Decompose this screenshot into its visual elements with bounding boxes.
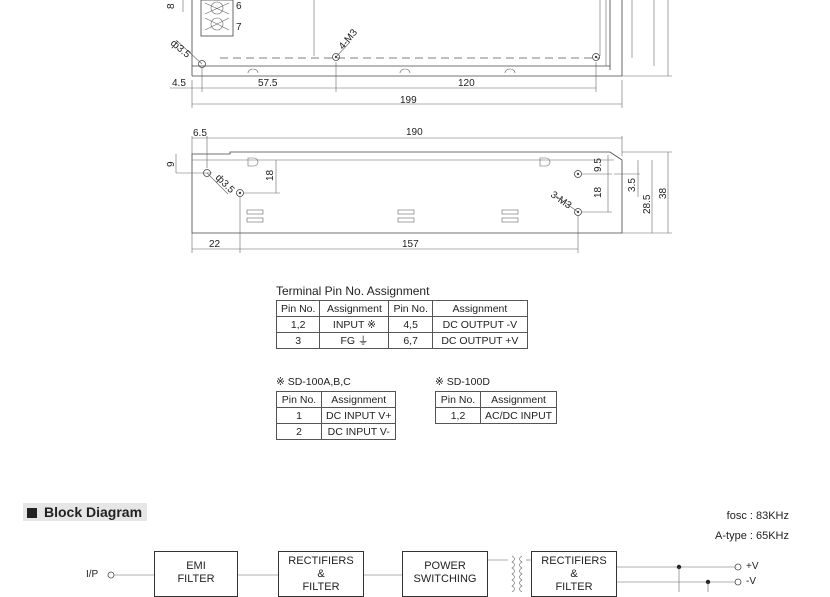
column-header: Pin No.: [388, 300, 433, 317]
terminal-pin-table: Pin No. Assignment Pin No. Assignment 1,…: [275, 300, 528, 349]
block-line: POWER: [424, 560, 466, 572]
table-cell: DC INPUT V+: [320, 407, 397, 424]
block-line: &: [317, 568, 325, 580]
block-diagram-heading: Block Diagram: [23, 503, 147, 521]
output-plus-v: +V: [746, 561, 759, 572]
input-label: I/P: [86, 569, 99, 580]
dim-199: 199: [400, 95, 417, 106]
pin-label-6: 6: [236, 1, 242, 12]
dim-120: 120: [458, 78, 475, 89]
pin-label-7: 7: [236, 22, 242, 33]
emi-filter-block: EMI FILTER: [154, 551, 238, 597]
table-cell: FG ⏚: [319, 332, 390, 349]
dim-9-5: 9.5: [593, 158, 604, 172]
square-bullet-icon: [27, 508, 37, 518]
sd100d-title: ※ SD-100D: [435, 376, 490, 388]
table-cell: DC OUTPUT +V: [431, 332, 528, 349]
side-view: ф3.5 3-M3 6.5 190 9 18 9.5 18 3.5 28.5 3…: [166, 127, 672, 253]
sd100d-table: Pin No. Assignment 1,2 AC/DC INPUT: [435, 391, 558, 424]
dim-3-5: 3.5: [627, 178, 638, 192]
table-cell: 2: [276, 423, 322, 440]
table-cell: 1,2: [275, 316, 321, 333]
dim-9: 9: [166, 161, 177, 167]
column-header: Pin No.: [275, 300, 321, 317]
fosc-note: fosc : 83KHz: [726, 510, 789, 522]
block-line: RECTIFIERS: [541, 555, 607, 567]
table-cell: AC/DC INPUT: [479, 407, 558, 424]
block-line: RECTIFIERS: [288, 555, 354, 567]
block-line: EMI: [186, 560, 206, 572]
table-row: 1,2 AC/DC INPUT: [435, 407, 558, 424]
sd100abc-table: Pin No. Assignment 1 DC INPUT V+ 2 DC IN…: [276, 391, 397, 440]
dim-6-5: 6.5: [193, 128, 207, 139]
block-line: FILTER: [302, 581, 340, 593]
block-line: SWITCHING: [413, 573, 477, 585]
table-cell: DC INPUT V-: [320, 423, 397, 440]
table-header-row: Pin No. Assignment Pin No. Assignment: [275, 300, 528, 317]
block-line: FILTER: [177, 573, 215, 585]
dim-57-5: 57.5: [258, 78, 278, 89]
dim-22: 22: [209, 239, 221, 250]
table-row: 2 DC INPUT V-: [276, 423, 397, 440]
block-line: &: [570, 568, 578, 580]
input-rectifier-block: RECTIFIERS & FILTER: [278, 551, 364, 597]
dim-18-right: 18: [593, 186, 604, 198]
sd100abc-title: ※ SD-100A,B,C: [276, 376, 351, 388]
output-rectifier-block: RECTIFIERS & FILTER: [531, 551, 617, 597]
table-row: 3 FG ⏚ 6,7 DC OUTPUT +V: [275, 332, 528, 349]
dim-157: 157: [402, 239, 419, 250]
atype-note: A-type : 65KHz: [715, 530, 789, 542]
block-line: FILTER: [555, 581, 593, 593]
block-diagram-heading-text: Block Diagram: [44, 504, 143, 520]
dim-38: 38: [658, 187, 669, 199]
table-cell: 3: [275, 332, 321, 349]
dim-190: 190: [406, 127, 423, 138]
table-header-row: Pin No. Assignment: [435, 391, 558, 408]
dim-4-5: 4.5: [172, 78, 186, 89]
terminal-table-title: Terminal Pin No. Assignment: [276, 284, 430, 298]
table-cell: 6,7: [388, 332, 433, 349]
dim-18-inner: 18: [265, 169, 276, 181]
dim-28-5: 28.5: [642, 194, 653, 214]
table-cell: DC OUTPUT -V: [431, 316, 528, 333]
output-minus-v: -V: [746, 576, 756, 587]
pin-label-8: 8: [166, 3, 177, 9]
power-switching-block: POWER SWITCHING: [402, 551, 488, 597]
